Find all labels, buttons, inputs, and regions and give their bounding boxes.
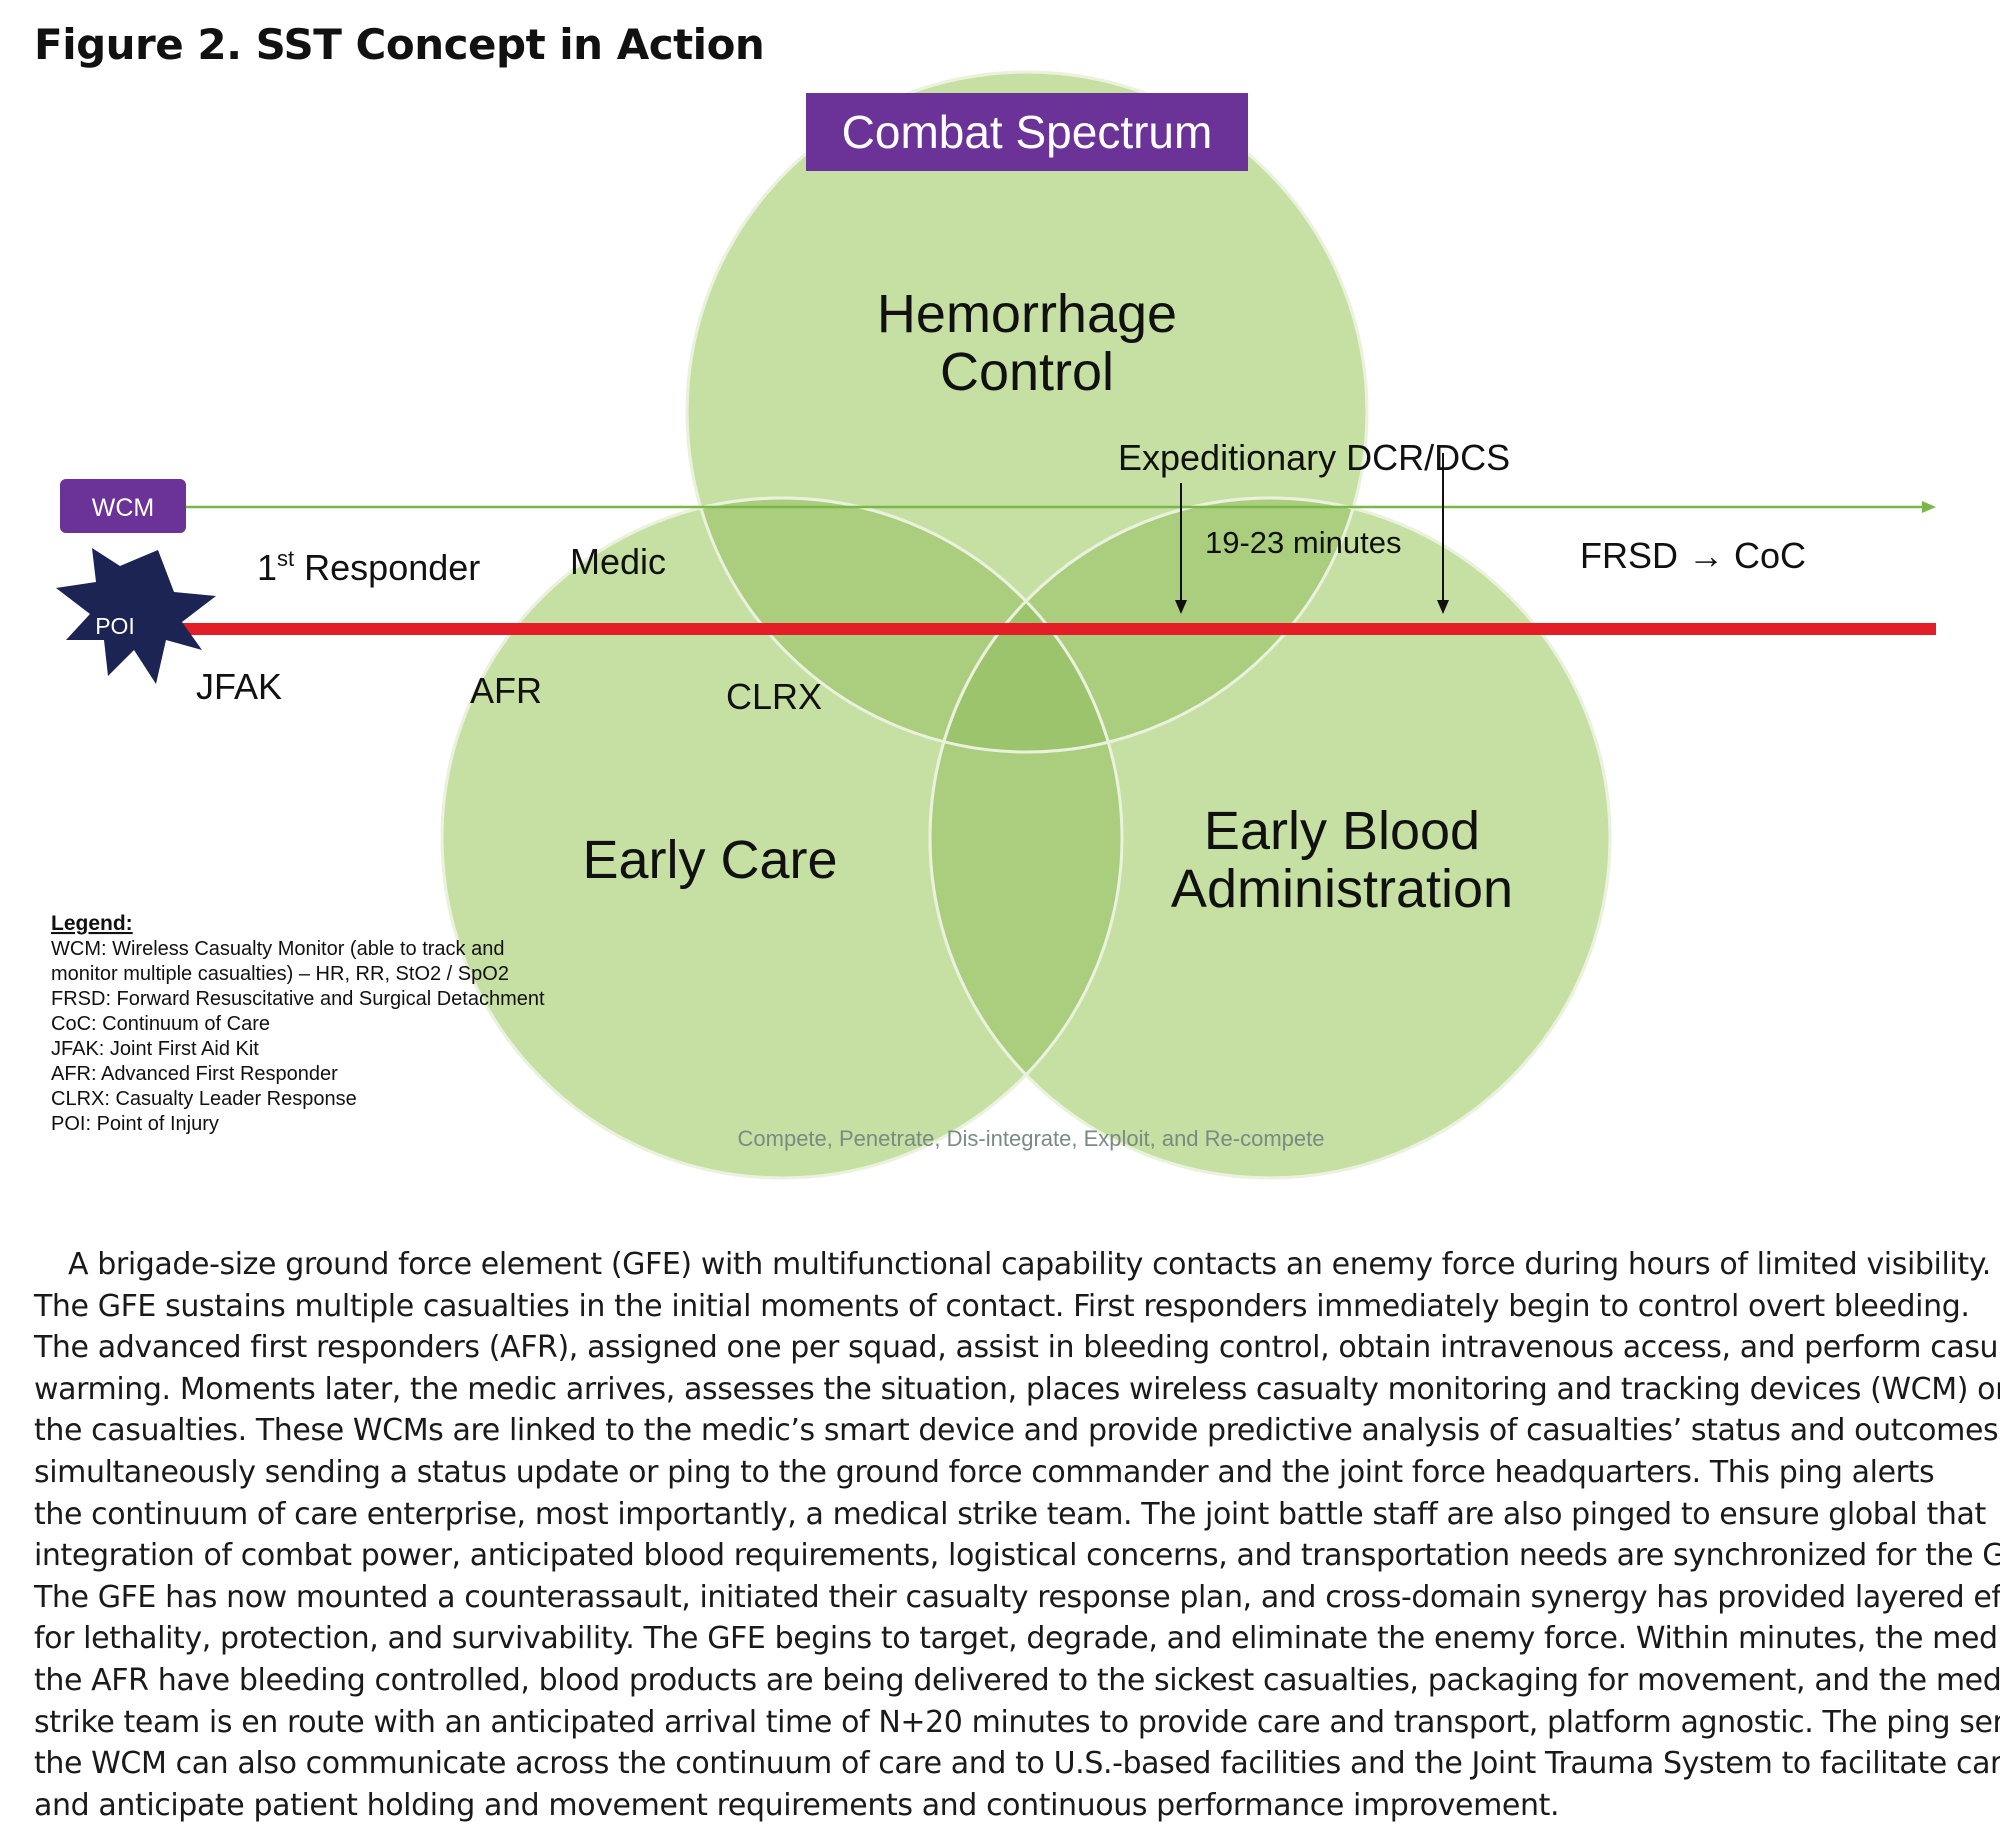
poi-star-icon — [56, 548, 216, 684]
legend-item: FRSD: Forward Resuscitative and Surgical… — [51, 988, 545, 1010]
body-line: the casualties. These WCMs are linked to… — [34, 1413, 2000, 1449]
body-line: for lethality, protection, and survivabi… — [34, 1621, 2000, 1657]
legend-heading: Legend: — [51, 912, 133, 935]
legend-item: WCM: Wireless Casualty Monitor (able to … — [51, 938, 504, 960]
afr-label: AFR — [470, 670, 542, 711]
early-care-label: Early Care — [582, 830, 837, 890]
sst-concept-diagram: Combat Spectrum Hemorrhage Control Early… — [51, 70, 1936, 1180]
legend-item: monitor multiple casualties) – HR, RR, S… — [51, 963, 509, 985]
wcm-badge-label: WCM — [92, 494, 154, 522]
combat-spectrum-label: Combat Spectrum — [842, 106, 1213, 158]
body-line: The advanced first responders (AFR), ass… — [34, 1330, 2000, 1366]
early-blood-label-line1: Early Blood — [1204, 801, 1480, 861]
legend-item: POI: Point of Injury — [51, 1113, 219, 1135]
body-line: the continuum of care enterprise, most i… — [34, 1496, 1986, 1532]
wcm-arrowhead — [1922, 501, 1936, 513]
body-line: The GFE sustains multiple casualties in … — [34, 1288, 1970, 1324]
legend-item: CoC: Continuum of Care — [51, 1013, 270, 1035]
jfak-label: JFAK — [196, 666, 282, 707]
body-line: warming. Moments later, the medic arrive… — [34, 1371, 2000, 1407]
early-blood-label-line2: Administration — [1171, 859, 1513, 919]
body-line: the AFR have bleeding controlled, blood … — [34, 1662, 2000, 1698]
body-line: and anticipate patient holding and movem… — [34, 1787, 1560, 1823]
hemorrhage-label-line2: Control — [940, 342, 1114, 402]
legend-items: WCM: Wireless Casualty Monitor (able to … — [51, 938, 545, 1135]
medic-label: Medic — [570, 541, 666, 582]
body-line: the WCM can also communicate across the … — [34, 1746, 2000, 1782]
expeditionary-arrowhead-right — [1437, 600, 1449, 614]
overlap-top-left — [687, 498, 1122, 752]
minutes-label: 19-23 minutes — [1205, 525, 1401, 560]
first-responder-label: 1st Responder — [257, 546, 480, 588]
hemorrhage-label-line1: Hemorrhage — [877, 284, 1177, 344]
body-line: The GFE has now mounted a counterassault… — [34, 1579, 2000, 1615]
expeditionary-arrowhead-left — [1175, 600, 1187, 614]
body-paragraph: A brigade-size ground force element (GFE… — [34, 1244, 2000, 1826]
frsd-coc-label: FRSD → CoC — [1580, 535, 1806, 576]
body-line: strike team is en route with an anticipa… — [34, 1704, 2000, 1740]
combat-spectrum-box — [806, 93, 1248, 171]
legend-item: JFAK: Joint First Aid Kit — [51, 1038, 259, 1060]
legend-item: CLRX: Casualty Leader Response — [51, 1088, 357, 1110]
expeditionary-label: Expeditionary DCR/DCS — [1118, 437, 1510, 478]
body-line: A brigade-size ground force element (GFE… — [68, 1247, 1991, 1282]
body-line: integration of combat power, anticipated… — [34, 1538, 2000, 1574]
clrx-label: CLRX — [726, 676, 822, 717]
figure-title: Figure 2. SST Concept in Action — [34, 20, 765, 69]
legend-item: AFR: Advanced First Responder — [51, 1063, 338, 1085]
poi-label: POI — [95, 613, 135, 639]
overlap-top-right — [930, 498, 1367, 752]
diagram-footer: Compete, Penetrate, Dis-integrate, Explo… — [738, 1126, 1325, 1151]
body-line: simultaneously sending a status update o… — [34, 1454, 1935, 1490]
wcm-badge — [60, 479, 186, 533]
